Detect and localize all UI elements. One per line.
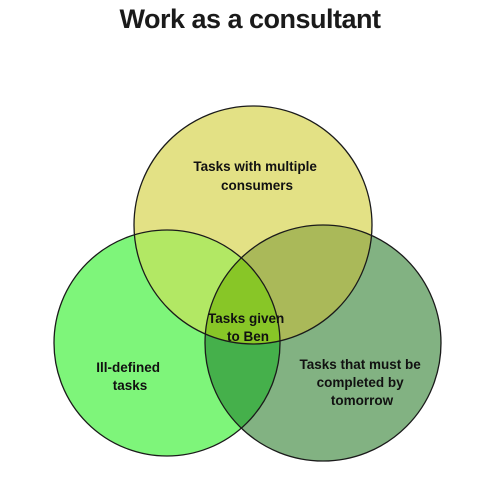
label-ill-defined: Ill-defined tasks (96, 360, 164, 393)
outline-multiple-consumers (133, 105, 373, 345)
outline-due-tomorrow (204, 224, 442, 462)
label-center-tasks-given-to-ben: Tasks given to Ben (208, 311, 288, 344)
diagram-title: Work as a consultant (119, 4, 381, 34)
label-due-tomorrow: Tasks that must be completed by tomorrow (299, 357, 424, 408)
outline-ill-defined (53, 229, 281, 457)
label-multiple-consumers: Tasks with multiple consumers (193, 159, 320, 193)
